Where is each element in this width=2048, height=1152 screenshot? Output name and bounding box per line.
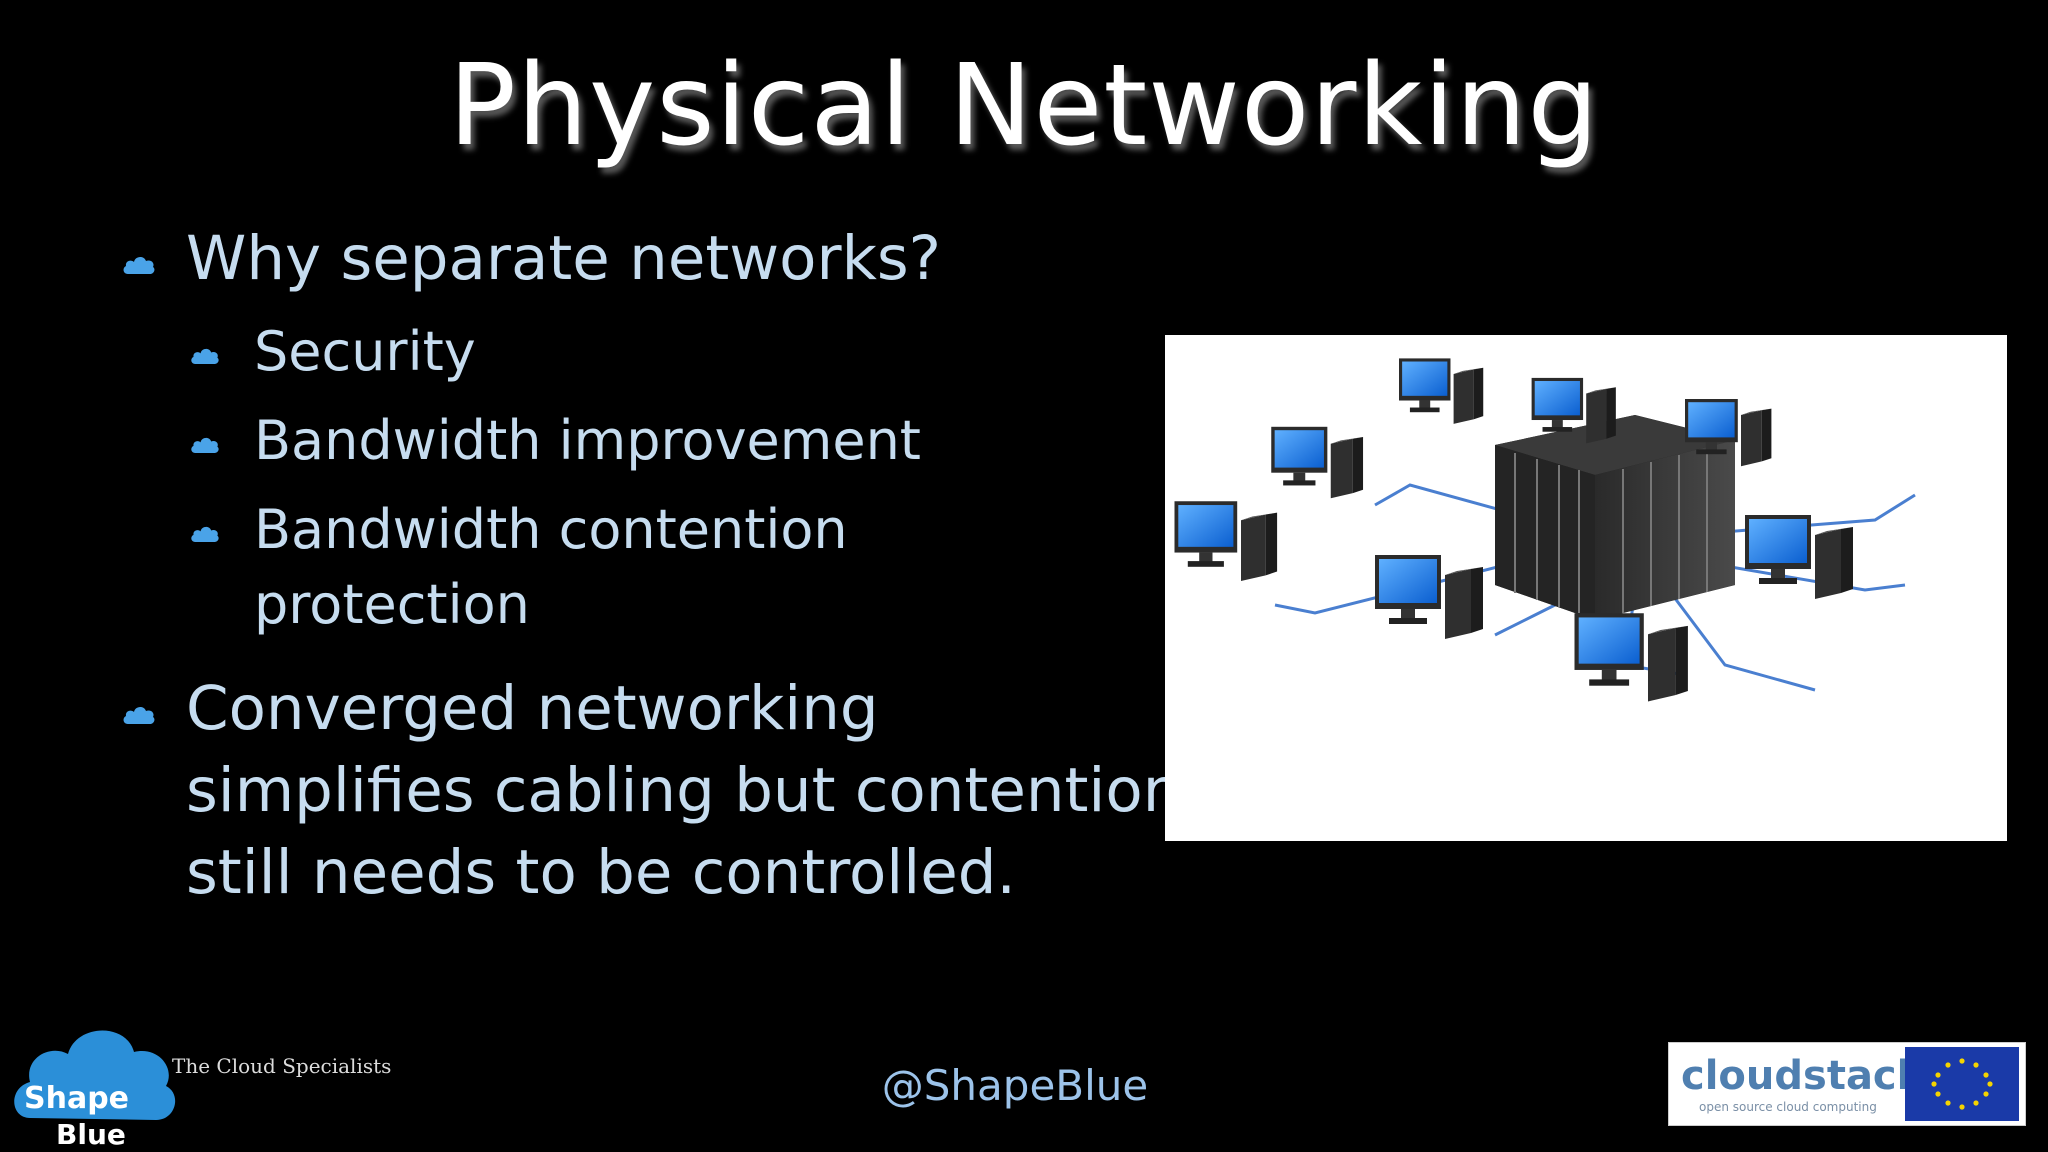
eu-stars-icon	[1931, 1058, 1993, 1110]
network-diagram-icon	[1174, 358, 1916, 702]
sub-bullet-item: Bandwidth contention protection	[118, 492, 974, 642]
cloud-bullet-icon	[191, 526, 219, 542]
sub-bullet-text: Bandwidth contention protection	[254, 498, 848, 636]
sub-bullet-text: Bandwidth improvement	[254, 409, 921, 472]
shapeblue-logo-line1: Shape	[24, 1081, 129, 1116]
sub-bullet-text: Security	[254, 320, 476, 383]
shapeblue-logo: Shape Blue	[14, 1030, 176, 1148]
cloud-bullet-icon	[191, 437, 219, 453]
cloudstack-logo-name: cloudstack	[1681, 1053, 1925, 1099]
cloud-bullet-icon	[123, 256, 155, 274]
cloudstack-logo: cloudstack open source cloud computing	[1668, 1042, 2026, 1126]
bullet-item: Why separate networks?	[118, 218, 1148, 300]
sub-bullet-item: Security	[118, 314, 1148, 389]
cloudstack-logo-tagline: open source cloud computing	[1699, 1100, 1877, 1114]
slide-title: Physical Networking	[448, 41, 1600, 171]
bullet-text: Why separate networks?	[186, 223, 942, 294]
cloud-bullet-icon	[123, 706, 155, 724]
shapeblue-logo-line2: Blue	[56, 1118, 126, 1148]
network-diagram-image	[1165, 335, 2007, 841]
eu-flag-icon	[1905, 1047, 2019, 1121]
sub-bullet-item: Bandwidth improvement	[118, 403, 1148, 478]
cloud-bullet-icon	[191, 348, 219, 364]
twitter-handle: @ShapeBlue	[881, 1061, 1149, 1110]
bullet-list: Why separate networks? Security Bandwidt…	[118, 218, 1181, 914]
shapeblue-tagline: The Cloud Specialists	[172, 1054, 392, 1078]
bullet-text: Converged networking simplifies cabling …	[186, 673, 1182, 908]
bullet-item: Converged networking simplifies cabling …	[118, 668, 1186, 914]
